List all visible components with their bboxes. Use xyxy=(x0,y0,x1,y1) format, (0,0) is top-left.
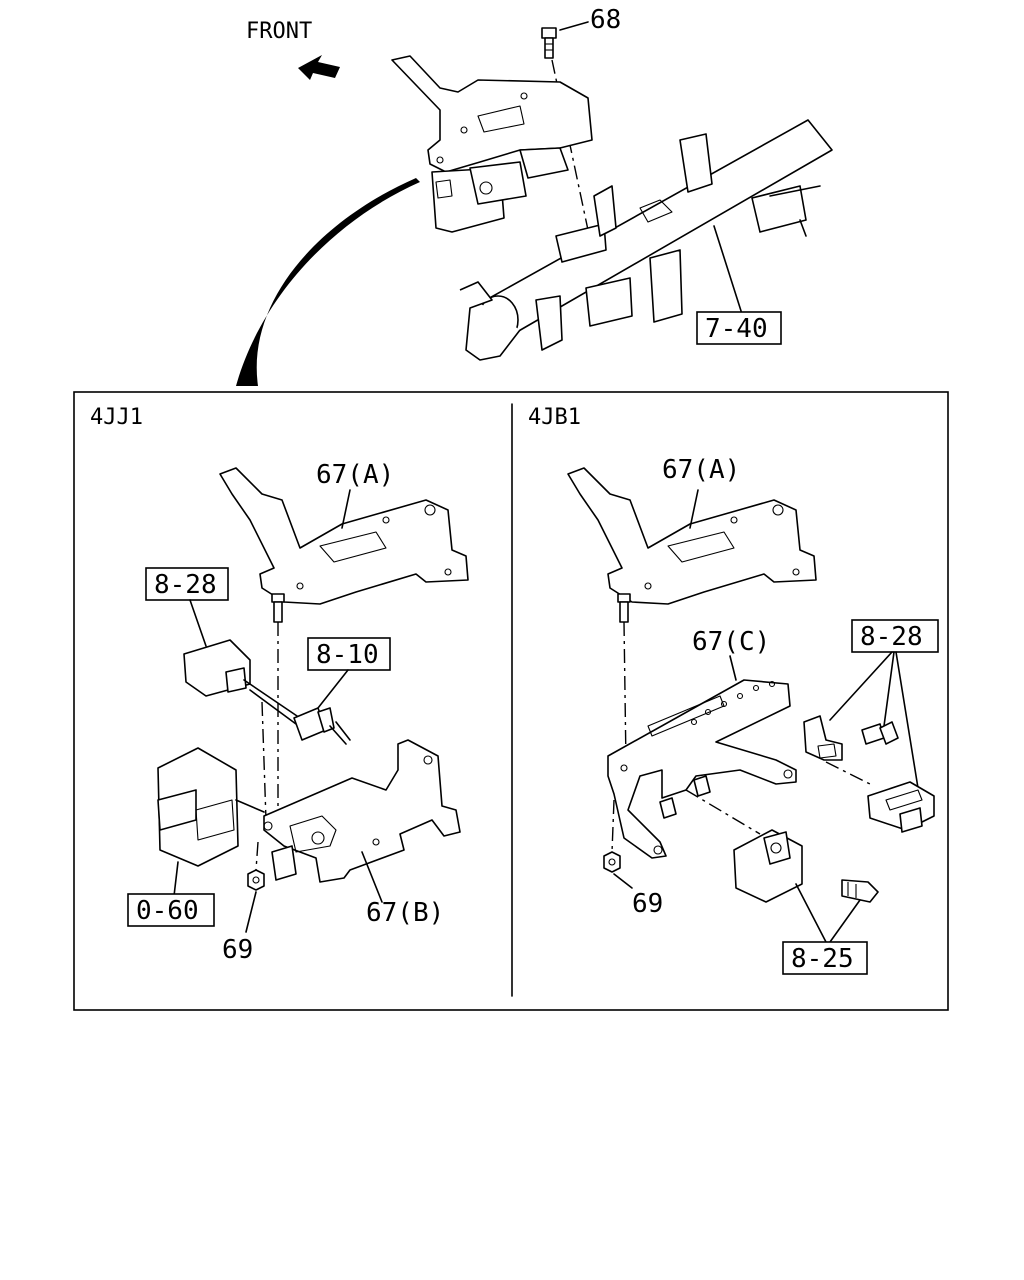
right-box-8-25 xyxy=(782,941,868,975)
right-variant: 67(A) 67(C) 69 8-28 xyxy=(567,455,939,975)
detail-frame xyxy=(73,391,949,1011)
left-label-8-28: 8-28 xyxy=(154,570,217,600)
detail-leader-arrow xyxy=(236,178,420,386)
left-box-8-10 xyxy=(307,637,391,671)
variant-label-4jb1: 4JB1 xyxy=(528,405,581,430)
label-box-7-40 xyxy=(696,311,782,345)
right-label-8-28: 8-28 xyxy=(860,622,923,652)
label-68: 68 xyxy=(590,5,621,35)
left-box-8-28 xyxy=(145,567,229,601)
left-box-0-60 xyxy=(127,893,215,927)
right-label-67c: 67(C) xyxy=(692,627,770,657)
front-label: FRONT xyxy=(246,19,312,44)
left-label-67a: 67(A) xyxy=(316,460,394,490)
right-label-67a: 67(A) xyxy=(662,455,740,485)
top-assembly: FRONT 68 xyxy=(236,5,833,386)
left-variant: 67(A) 8-28 8-10 0-60 xyxy=(127,460,469,965)
left-label-69: 69 xyxy=(222,935,253,965)
bolt-68 xyxy=(541,21,589,59)
left-label-67b: 67(B) xyxy=(366,898,444,928)
left-label-8-10: 8-10 xyxy=(316,640,379,670)
left-label-0-60: 0-60 xyxy=(136,896,199,926)
label-7-40: 7-40 xyxy=(705,314,768,344)
right-box-8-28 xyxy=(851,619,939,653)
front-arrow-icon xyxy=(298,55,340,80)
variant-label-4jj1: 4JJ1 xyxy=(90,405,143,430)
right-label-69: 69 xyxy=(632,889,663,919)
right-label-8-25: 8-25 xyxy=(791,944,854,974)
bracket-mounted xyxy=(391,55,593,233)
crossmember-7-40 xyxy=(459,119,833,361)
